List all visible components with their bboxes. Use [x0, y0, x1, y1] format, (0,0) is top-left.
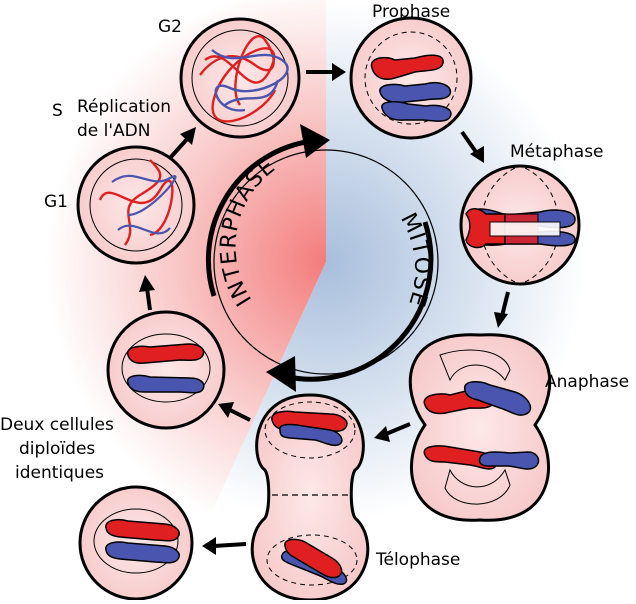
cycle-inner-ring	[213, 149, 439, 375]
label-daughters-line2: diploïdes	[19, 439, 95, 459]
label-s: S	[52, 101, 63, 121]
label-replication-line2: de l'ADN	[77, 121, 151, 141]
label-g2: G2	[158, 17, 182, 37]
cell-g2	[179, 17, 301, 139]
label-telophase: Télophase	[375, 550, 460, 570]
arrow-g2-to-prophase-icon	[306, 63, 346, 81]
label-prophase: Prophase	[372, 2, 450, 22]
mitosis-arrowhead-icon	[266, 356, 296, 392]
mitosis-cycle-arrow	[287, 221, 434, 382]
arrow-g1-to-g2-icon	[168, 127, 196, 160]
label-g1: G1	[44, 192, 68, 212]
label-metaphase: Métaphase	[510, 142, 604, 162]
cell-metaphase	[459, 164, 581, 286]
label-anaphase: Anaphase	[545, 372, 629, 392]
interphase-background	[0, 0, 326, 560]
cell-daughter-lower	[78, 485, 194, 601]
arrow-telophase-to-daughter-upper-icon	[218, 402, 251, 422]
arrow-anaphase-to-telophase-icon	[374, 422, 411, 442]
label-daughters-line1: Deux cellules	[0, 415, 114, 435]
cell-daughter-upper	[106, 310, 226, 430]
arrow-daughter-to-g1-icon	[139, 275, 155, 311]
cell-anaphase	[408, 333, 552, 522]
label-daughters-line3: identiques	[15, 463, 104, 483]
arrow-telophase-to-daughter-lower-icon	[202, 537, 247, 555]
arrow-metaphase-to-anaphase-icon	[494, 291, 510, 328]
cell-telophase	[250, 393, 370, 602]
interphase-arrowhead-icon	[300, 124, 330, 158]
transition-arrows	[139, 63, 510, 555]
label-replication-line1: Réplication	[77, 97, 171, 117]
interphase-cycle-arrow	[205, 138, 313, 297]
cell-prophase	[349, 16, 473, 140]
arrow-prophase-to-metaphase-icon	[460, 130, 484, 163]
cell-g1	[76, 145, 196, 265]
